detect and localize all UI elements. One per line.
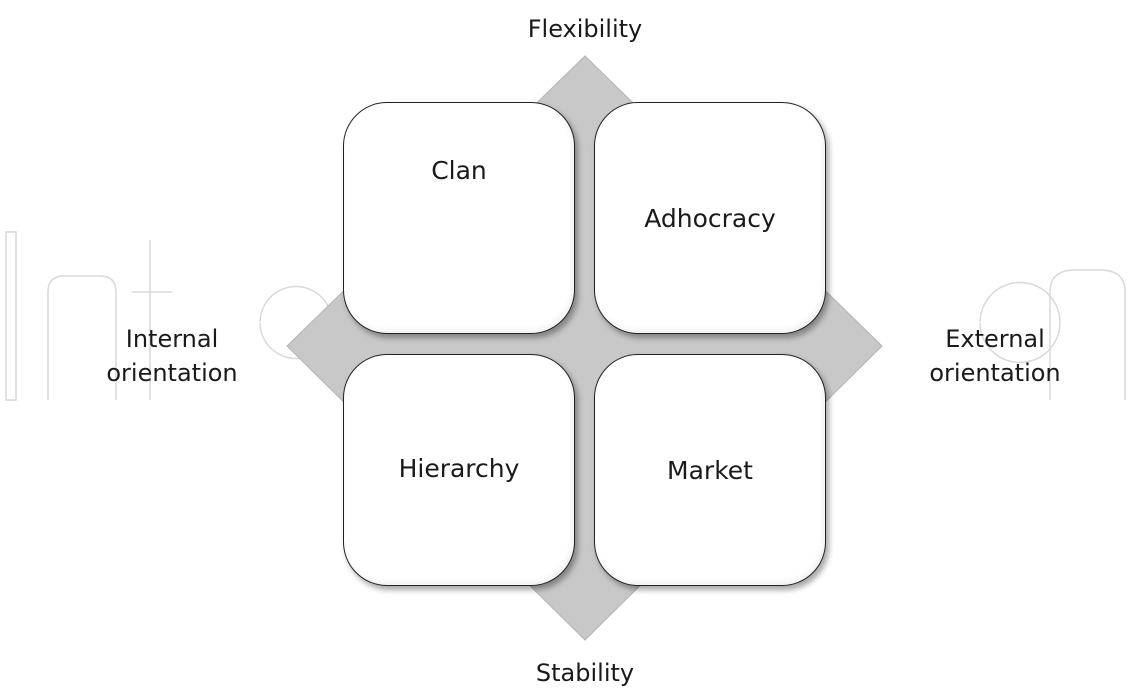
- quadrant-adhocracy-label: Adhocracy: [644, 203, 776, 233]
- axis-label-stability: Stability: [535, 659, 635, 687]
- quadrant-clan: Clan: [343, 102, 575, 334]
- axis-label-internal-line1: Internal: [125, 325, 219, 353]
- quadrant-market: Market: [594, 354, 826, 586]
- quadrant-hierarchy-label: Hierarchy: [398, 453, 520, 483]
- axis-label-internal-line2: orientation: [106, 359, 238, 387]
- axis-label-flexibility: Flexibility: [527, 15, 643, 43]
- quadrant-clan-label: Clan: [431, 155, 487, 185]
- axis-label-internal-orientation: Internal orientation: [92, 322, 252, 390]
- axis-label-external-line2: orientation: [929, 359, 1061, 387]
- quadrant-hierarchy: Hierarchy: [343, 354, 575, 586]
- axis-label-external-line1: External: [945, 325, 1045, 353]
- quadrant-market-label: Market: [667, 455, 753, 485]
- axis-label-external-orientation: External orientation: [910, 322, 1080, 390]
- quadrant-adhocracy: Adhocracy: [594, 102, 826, 334]
